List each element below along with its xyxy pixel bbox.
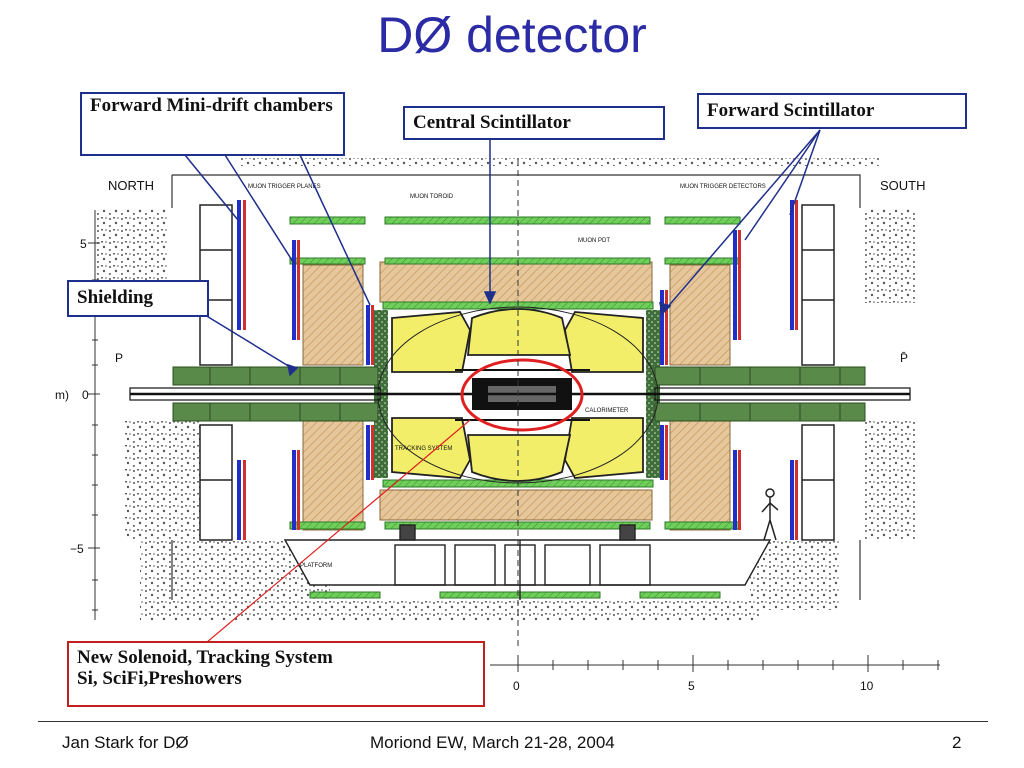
- solenoid-highlight: [460, 358, 584, 432]
- muon-iron: [302, 261, 731, 531]
- x-tick-5: 5: [688, 679, 695, 693]
- platform: [283, 524, 772, 600]
- ground-rubble: [95, 158, 915, 620]
- callout-forward-mini-drift: Forward Mini-drift chambers: [80, 92, 345, 156]
- beam-shielding: [172, 366, 866, 422]
- callout-central-scintillator-text: Central Scintillator: [413, 112, 571, 133]
- muon-trigger-detectors-label: MUON TRIGGER DETECTORS: [680, 184, 766, 190]
- callout-forward-scintillator: Forward Scintillator: [697, 93, 967, 129]
- platform-label: PLATFORM: [300, 563, 332, 569]
- x-tick-10: 10: [860, 679, 874, 693]
- y-axis-unit: m): [55, 388, 69, 402]
- antiproton-label: P̄: [900, 351, 908, 365]
- y-tick-5: 5: [80, 237, 87, 251]
- person-figure-icon: [761, 488, 779, 541]
- south-label: SOUTH: [880, 178, 926, 193]
- tracking-system-label: TRACKING SYSTEM: [395, 446, 452, 452]
- callout-solenoid-line1: New Solenoid, Tracking System: [77, 647, 333, 668]
- y-tick-0: 0: [82, 388, 89, 402]
- detector-diagram: NORTH SOUTH P P̄ 5 m) 0 −5 0 5 10 MUON T…: [55, 129, 940, 693]
- proton-label: P: [115, 351, 123, 365]
- north-label: NORTH: [108, 178, 154, 193]
- axes: [88, 160, 940, 672]
- muon-toroid-label: MUON TOROID: [410, 194, 454, 200]
- muon-trigger-planes-label: MUON TRIGGER PLANES: [248, 184, 321, 190]
- footer-divider: [38, 721, 988, 722]
- callout-forward-scintillator-text: Forward Scintillator: [707, 100, 875, 121]
- callout-forward-mini-drift-text: Forward Mini-drift chambers: [90, 95, 333, 116]
- callout-shielding: Shielding: [67, 280, 209, 317]
- hall-outline: [171, 174, 861, 600]
- central-tracker: [129, 369, 911, 421]
- callout-solenoid-line2: Si, SciFi,Preshowers: [77, 667, 242, 689]
- footer-author: Jan Stark for DØ: [62, 733, 189, 752]
- callout-shielding-text: Shielding: [77, 287, 154, 308]
- footer-event: Moriond EW, March 21-28, 2004: [370, 733, 615, 752]
- callout-solenoid: New Solenoid, Tracking System Si, SciFi,…: [67, 641, 485, 707]
- y-tick-minus5: −5: [70, 542, 84, 556]
- muon-chambers: [237, 200, 798, 540]
- x-tick-0: 0: [513, 679, 520, 693]
- page-number: 2: [952, 733, 962, 752]
- slide-title: DØ detector: [377, 7, 647, 63]
- callout-central-scintillator: Central Scintillator: [403, 106, 665, 140]
- callout-arrows: [184, 129, 821, 649]
- muon-pdt-label: MUON PDT: [578, 238, 610, 244]
- calorimeter-label: CALORIMETER: [585, 408, 629, 414]
